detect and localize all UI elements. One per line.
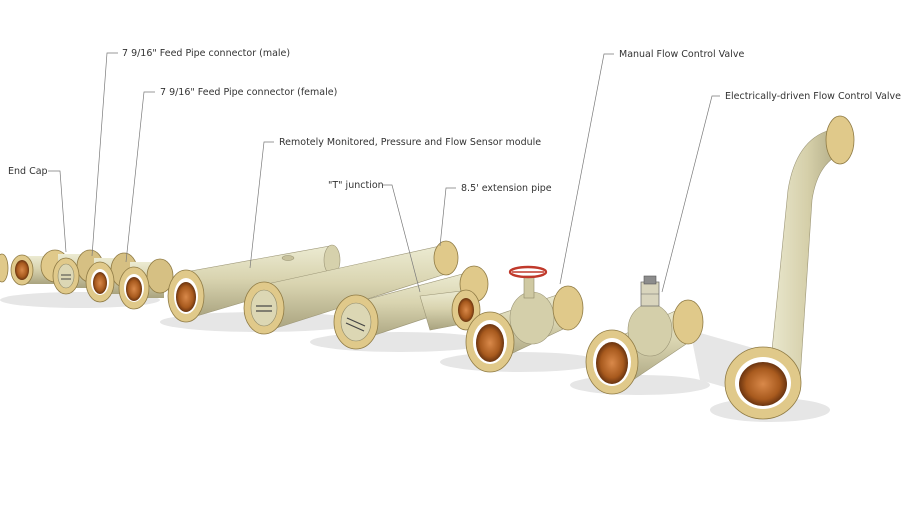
label-male-connector: 7 9/16" Feed Pipe connector (male) <box>122 48 290 59</box>
connector-component <box>118 258 174 310</box>
label-manual-valve: Manual Flow Control Valve <box>619 49 744 60</box>
electric-valve-component <box>585 275 704 395</box>
label-sensor-module: Remotely Monitored, Pressure and Flow Se… <box>279 137 541 148</box>
labels: End Cap 7 9/16" Feed Pipe connector (mal… <box>8 48 901 194</box>
manual-valve-component <box>465 265 584 373</box>
label-t-junction: "T" junction <box>328 180 384 191</box>
label-extension-pipe: 8.5' extension pipe <box>461 183 552 194</box>
partial-end-cap <box>0 253 9 283</box>
extension-pipe-component <box>243 240 459 335</box>
riser-elbow-component <box>724 115 855 420</box>
t-junction-component <box>333 265 489 350</box>
handwheel-icon <box>508 265 548 279</box>
label-end-cap: End Cap <box>8 166 48 177</box>
label-female-connector: 7 9/16" Feed Pipe connector (female) <box>160 87 337 98</box>
label-electric-valve: Electrically-driven Flow Control Valve <box>725 91 901 102</box>
leader-lines <box>48 52 720 293</box>
